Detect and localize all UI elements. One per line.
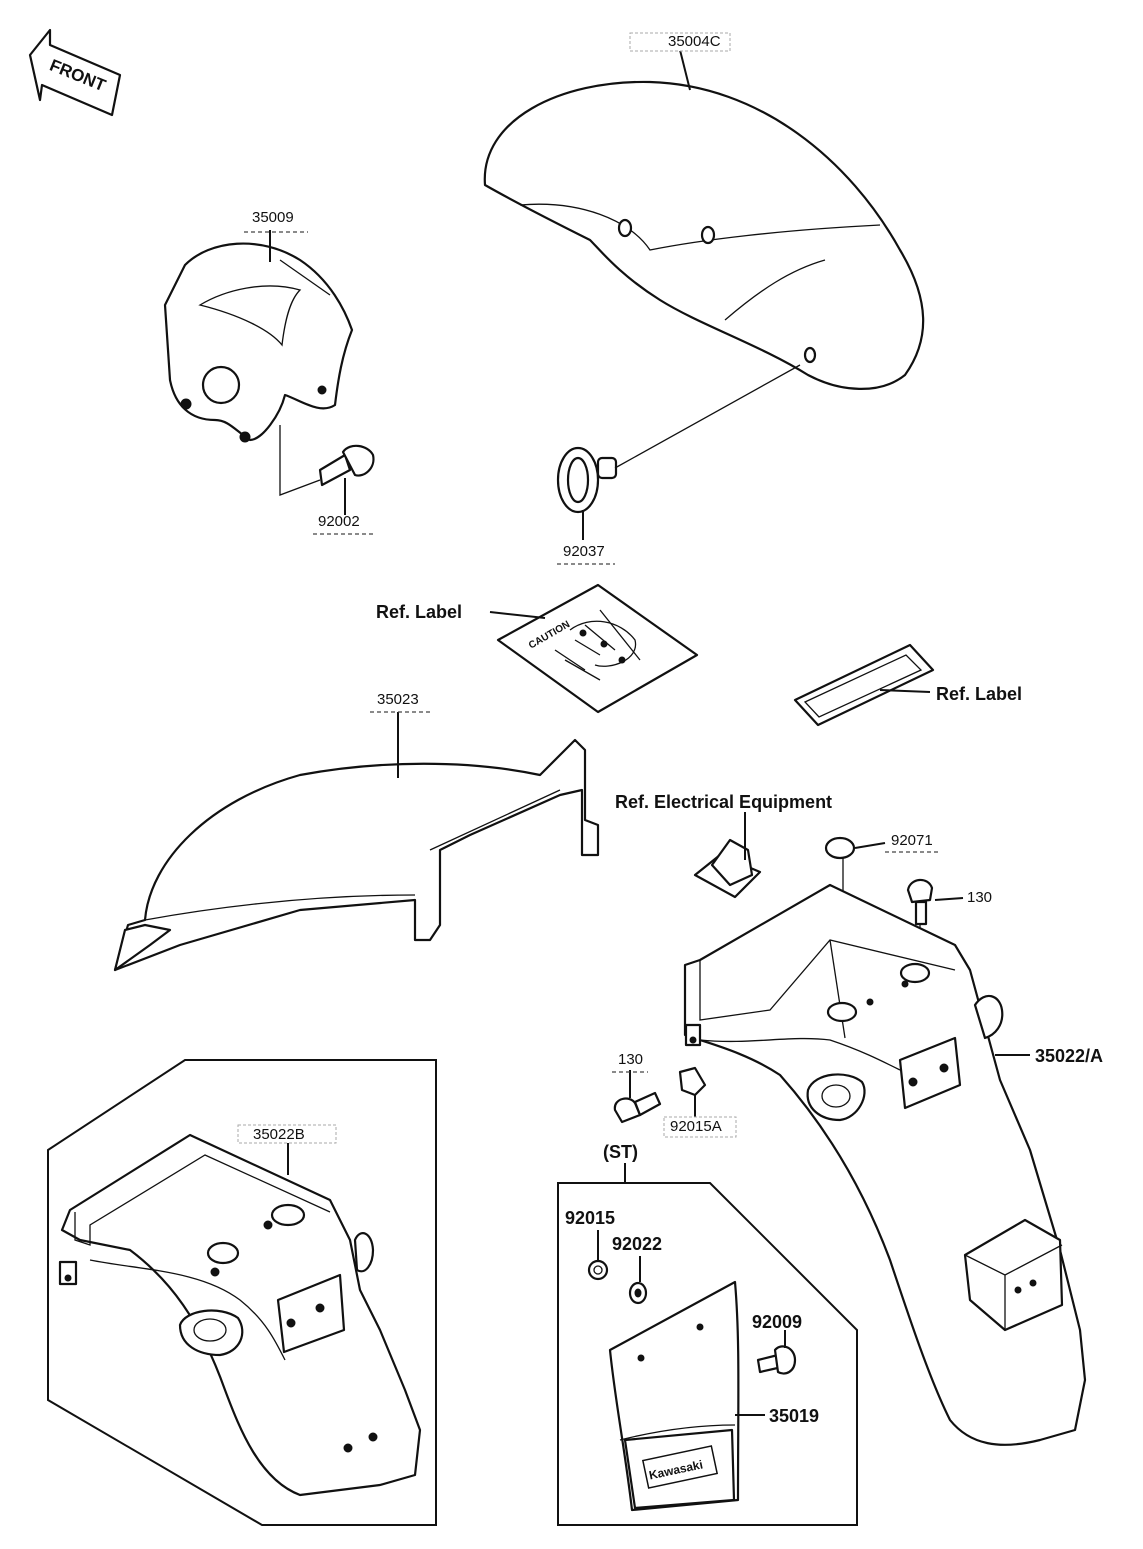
rear-fender-alt[interactable] [58,1133,422,1497]
label-mud-flap: 35019 [769,1406,819,1426]
bolt-130-right[interactable] [906,878,934,926]
label-cap-92071: 92071 [891,832,933,849]
label-nut-92015: 92015 [565,1208,615,1228]
front-arrow-icon: FRONT [28,28,122,117]
front-fender[interactable] [483,80,925,390]
label-front-fender: 35004C [668,33,721,50]
bolt-92002[interactable] [318,444,375,487]
group-label-st: (ST) [603,1142,638,1162]
label-grommet-92037: 92037 [563,543,605,560]
label-bolt-130-left: 130 [618,1051,643,1068]
ref-label-caution: Ref. Label [376,602,462,622]
label-rear-fender-inner: 35023 [377,691,419,708]
washer-92022[interactable] [628,1281,648,1305]
grommet-92037[interactable] [556,446,618,514]
ref-label-strip: Ref. Label [936,684,1022,704]
label-bolt-92009: 92009 [752,1312,802,1332]
nut-92015A[interactable] [678,1066,707,1097]
cap-92071[interactable] [824,836,856,860]
bolt-92009[interactable] [756,1345,797,1375]
label-bolt-92002: 92002 [318,513,360,530]
label-rear-fender-alt: 35022B [253,1126,305,1143]
label-rear-fender-main: 35022/A [1035,1046,1103,1066]
mud-flap[interactable]: Kawasaki [608,1280,740,1512]
st-group-frame [557,1182,858,1526]
electrical-relay [693,838,762,899]
rear-fender-main[interactable] [683,883,1087,1446]
nut-92015[interactable] [587,1259,609,1281]
label-washer-92022: 92022 [612,1234,662,1254]
label-bolt-130-right: 130 [967,889,992,906]
alt-group-frame [47,1059,437,1526]
rear-fender-inner[interactable] [113,738,600,972]
caution-sticker: CAUTION [496,583,699,714]
ref-electrical: Ref. Electrical Equipment [615,792,832,812]
bolt-130-left[interactable] [613,1091,662,1124]
strip-label [793,643,935,727]
label-headlight-cover: 35009 [252,209,294,226]
label-nut-92015A: 92015A [670,1118,722,1135]
headlight-cover[interactable] [163,242,354,443]
